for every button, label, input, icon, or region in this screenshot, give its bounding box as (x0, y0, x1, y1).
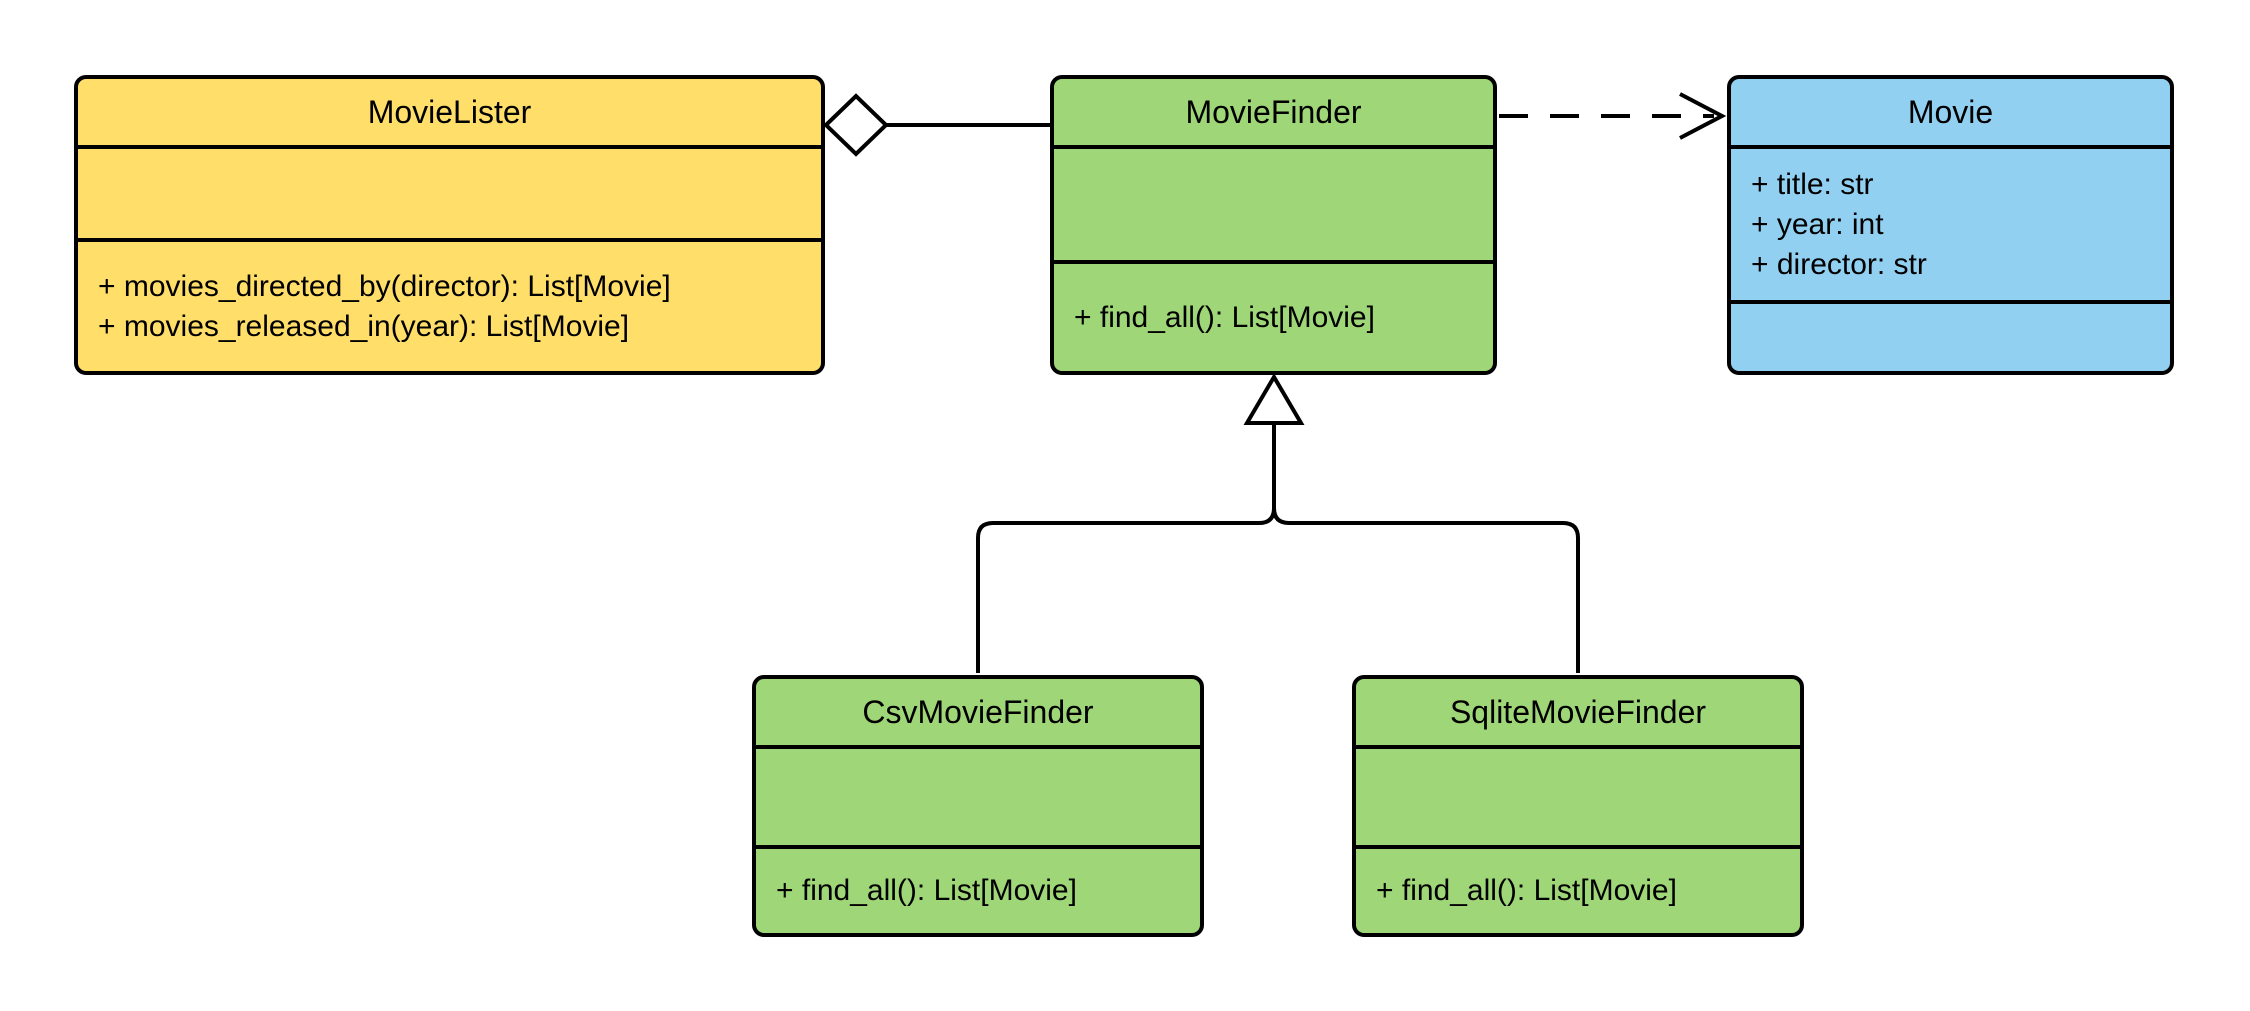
method-find-all: + find_all(): List[Movie] (776, 874, 1077, 907)
class-sqlitemoviefinder-title: SqliteMovieFinder (1356, 679, 1800, 749)
class-movie[interactable]: Movie + title: str + year: int + directo… (1727, 75, 2174, 375)
class-csvmoviefinder[interactable]: CsvMovieFinder + find_all(): List[Movie] (752, 675, 1204, 937)
class-csvmoviefinder-title: CsvMovieFinder (756, 679, 1200, 749)
class-sqlitemoviefinder[interactable]: SqliteMovieFinder + find_all(): List[Mov… (1352, 675, 1804, 937)
class-csvmoviefinder-attributes-section (756, 749, 1200, 849)
class-movie-title: Movie (1731, 79, 2170, 149)
inheritance-connector (976, 373, 1580, 673)
class-movielister-title: MovieLister (78, 79, 821, 149)
method-movies-released-in: + movies_released_in(year): List[Movie] (98, 309, 630, 343)
class-movie-methods-section (1731, 304, 2170, 371)
aggregation-movielister-moviefinder (823, 93, 1052, 157)
method-find-all: + find_all(): List[Movie] (1074, 300, 1375, 334)
class-moviefinder-methods-section: + find_all(): List[Movie] (1054, 264, 1493, 371)
class-sqlitemoviefinder-methods-section: + find_all(): List[Movie] (1356, 849, 1800, 933)
open-arrowhead-icon (1679, 92, 1727, 140)
class-csvmoviefinder-methods-section: + find_all(): List[Movie] (756, 849, 1200, 933)
class-movie-attributes-section: + title: str + year: int + director: str (1731, 149, 2170, 304)
dependency-moviefinder-movie (1499, 92, 1727, 140)
class-movielister-methods-section: + movies_directed_by(director): List[Mov… (78, 242, 821, 371)
class-movielister-attributes-section (78, 149, 821, 242)
class-moviefinder-attributes-section (1054, 149, 1493, 264)
method-movies-directed-by: + movies_directed_by(director): List[Mov… (98, 269, 671, 303)
inheritance-branch-sqlite (1272, 423, 1580, 673)
method-find-all: + find_all(): List[Movie] (1376, 874, 1677, 907)
aggregation-diamond-icon (823, 93, 889, 157)
inheritance-triangle-icon (1243, 373, 1305, 425)
class-sqlitemoviefinder-attributes-section (1356, 749, 1800, 849)
class-moviefinder-title: MovieFinder (1054, 79, 1493, 149)
class-moviefinder[interactable]: MovieFinder + find_all(): List[Movie] (1050, 75, 1497, 375)
class-movielister[interactable]: MovieLister + movies_directed_by(directo… (74, 75, 825, 375)
attribute-title: + title: str (1751, 167, 1874, 201)
inheritance-branch-csv (976, 423, 1276, 673)
attribute-year: + year: int (1751, 207, 1884, 241)
attribute-director: + director: str (1751, 247, 1927, 281)
